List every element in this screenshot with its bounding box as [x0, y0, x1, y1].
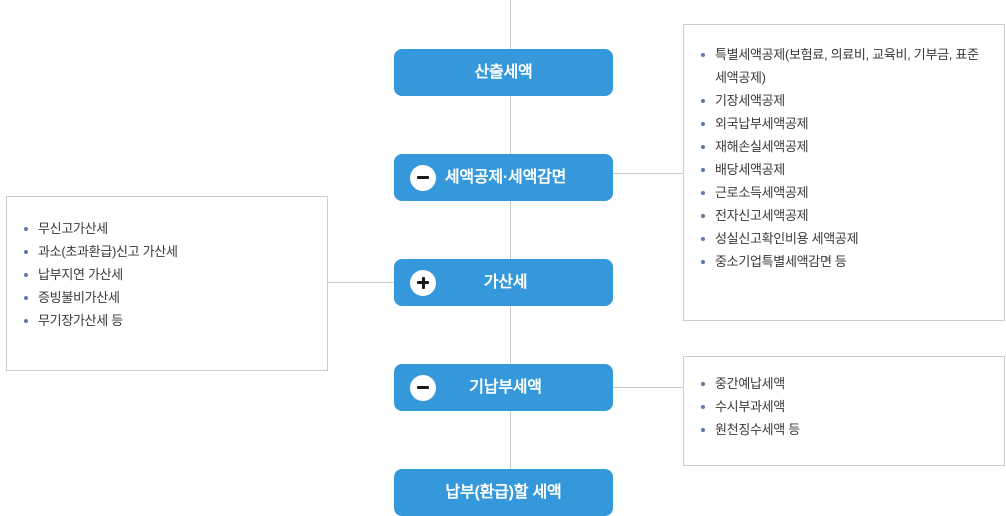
- list-item: 배당세액공제: [698, 158, 990, 181]
- list-item: 기장세액공제: [698, 89, 990, 112]
- flow-box-label: 납부(환급)할 세액: [445, 483, 562, 501]
- panel-penalty-taxes: 무신고가산세 과소(초과환급)신고 가산세 납부지연 가산세 증빙불비가산세 무…: [6, 196, 328, 371]
- list-item: 중소기업특별세액감면 등: [698, 250, 990, 273]
- connector-vline-main: [510, 0, 511, 469]
- tax-credit-list: 특별세액공제(보험료, 의료비, 교육비, 기부금, 표준세액공제) 기장세액공…: [698, 43, 990, 273]
- minus-icon: [410, 374, 436, 401]
- connector-hline-prepaid: [613, 387, 683, 388]
- list-item: 성실신고확인비용 세액공제: [698, 227, 990, 250]
- penalty-tax-list: 무신고가산세 과소(초과환급)신고 가산세 납부지연 가산세 증빙불비가산세 무…: [21, 217, 313, 332]
- prepaid-tax-list: 중간예납세액 수시부과세액 원천징수세액 등: [698, 372, 990, 441]
- flow-box-label: 가산세: [483, 273, 528, 291]
- flow-box-calculated-tax[interactable]: 산출세액: [394, 49, 613, 96]
- plus-icon: [410, 269, 436, 296]
- list-item: 과소(초과환급)신고 가산세: [21, 240, 313, 263]
- list-item: 근로소득세액공제: [698, 181, 990, 204]
- flow-box-label: 기납부세액: [469, 378, 542, 396]
- list-item: 특별세액공제(보험료, 의료비, 교육비, 기부금, 표준세액공제): [698, 43, 990, 89]
- flow-box-tax-credit-reduction[interactable]: 세액공제·세액감면: [394, 154, 613, 201]
- flow-box-label: 산출세액: [474, 63, 533, 81]
- minus-icon: [410, 164, 436, 191]
- panel-prepaid-taxes: 중간예납세액 수시부과세액 원천징수세액 등: [683, 356, 1005, 466]
- list-item: 무기장가산세 등: [21, 309, 313, 332]
- connector-hline-credits: [613, 173, 683, 174]
- list-item: 전자신고세액공제: [698, 204, 990, 227]
- list-item: 중간예납세액: [698, 372, 990, 395]
- list-item: 수시부과세액: [698, 395, 990, 418]
- flow-box-prepaid-tax[interactable]: 기납부세액: [394, 364, 613, 411]
- flow-box-penalty-tax[interactable]: 가산세: [394, 259, 613, 306]
- list-item: 증빙불비가산세: [21, 286, 313, 309]
- flow-box-label: 세액공제·세액감면: [444, 168, 567, 186]
- list-item: 납부지연 가산세: [21, 263, 313, 286]
- list-item: 원천징수세액 등: [698, 418, 990, 441]
- list-item: 무신고가산세: [21, 217, 313, 240]
- connector-hline-penalties: [328, 282, 394, 283]
- panel-tax-credits: 특별세액공제(보험료, 의료비, 교육비, 기부금, 표준세액공제) 기장세액공…: [683, 24, 1005, 321]
- list-item: 외국납부세액공제: [698, 112, 990, 135]
- list-item: 재해손실세액공제: [698, 135, 990, 158]
- flow-box-payable-refundable-tax[interactable]: 납부(환급)할 세액: [394, 469, 613, 516]
